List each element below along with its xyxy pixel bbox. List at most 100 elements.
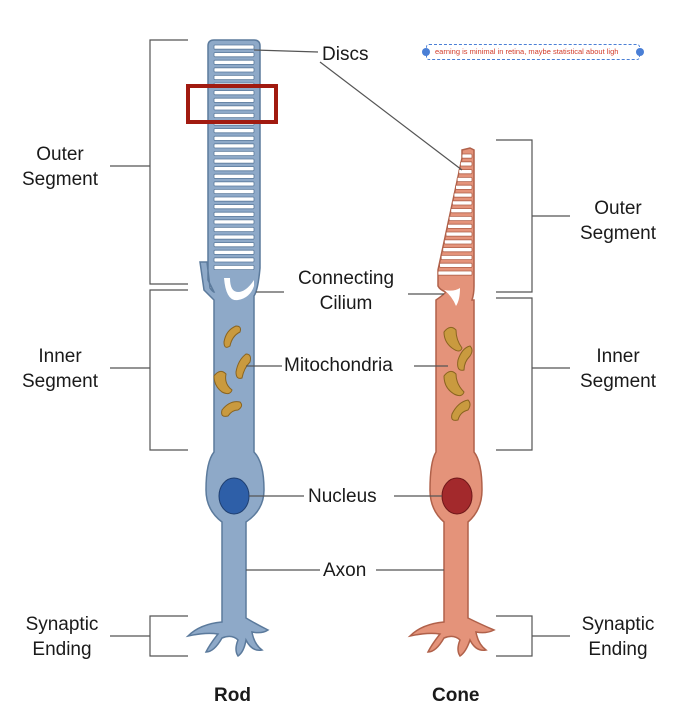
- rod-disc: [213, 204, 255, 210]
- cone-disc: [443, 239, 473, 245]
- label-line: Inner: [38, 346, 82, 367]
- annotation-note-text[interactable]: earning is minimal in retina, maybe stat…: [435, 47, 619, 56]
- label-inner-segment-left: Inner Segment: [10, 344, 110, 394]
- label-line: Cilium: [319, 293, 373, 314]
- cone-disc: [458, 169, 473, 175]
- label-line: Outer: [36, 144, 84, 165]
- mitochondrion: [457, 345, 473, 371]
- cone-disc: [442, 247, 473, 253]
- rod-disc: [213, 97, 255, 103]
- label-outer-segment-left: Outer Segment: [10, 142, 110, 192]
- highlight-box: [186, 84, 278, 124]
- label-discs: Discs: [322, 44, 369, 65]
- label-line: Synaptic: [25, 614, 99, 635]
- mitochondrion: [443, 326, 463, 352]
- label-nucleus: Nucleus: [308, 486, 377, 507]
- rod-disc: [213, 105, 255, 111]
- mitochondrion: [213, 370, 233, 395]
- cone-nucleus: [441, 477, 473, 515]
- label-connecting-cilium: Connecting Cilium: [284, 266, 408, 316]
- label-line: Segment: [21, 169, 99, 190]
- label-rod: Rod: [214, 685, 251, 706]
- label-synaptic-right: Synaptic Ending: [562, 612, 674, 662]
- rod-disc: [213, 59, 255, 65]
- label-inner-segment-right: Inner Segment: [568, 344, 668, 394]
- cone-disc: [451, 200, 473, 206]
- cone-disc: [455, 184, 473, 190]
- cone-disc: [437, 270, 473, 276]
- cone-body: [407, 147, 496, 658]
- rod-disc: [213, 135, 255, 141]
- label-line: Inner: [596, 346, 640, 367]
- rod-disc: [213, 128, 255, 134]
- cone-disc: [448, 215, 473, 221]
- rod-disc: [213, 196, 255, 202]
- rod-disc: [213, 113, 255, 119]
- rod-disc: [213, 211, 255, 217]
- rod-disc: [213, 234, 255, 240]
- rod-disc: [213, 257, 255, 263]
- label-line: Ending: [588, 639, 648, 660]
- label-line: Ending: [32, 639, 92, 660]
- mitochondrion: [443, 370, 465, 397]
- bracket-inner-left: [149, 289, 188, 451]
- rod-disc: [213, 158, 255, 164]
- cone-disc: [440, 254, 473, 260]
- rod-disc: [213, 188, 255, 194]
- selection-handle-left[interactable]: [422, 48, 430, 56]
- label-mitochondria: Mitochondria: [284, 355, 393, 376]
- mitochondrion: [221, 401, 243, 417]
- cone-disc: [461, 153, 473, 159]
- cone-cell: [407, 147, 496, 658]
- label-line: Segment: [21, 371, 99, 392]
- label-axon: Axon: [323, 560, 367, 581]
- rod-disc: [213, 67, 255, 73]
- label-cone: Cone: [432, 685, 480, 706]
- mitochondrion: [451, 399, 471, 421]
- rod-disc: [213, 173, 255, 179]
- rod-disc: [213, 181, 255, 187]
- rod-nucleus: [218, 477, 250, 515]
- label-line: Connecting: [297, 268, 395, 289]
- cone-disc: [459, 161, 473, 167]
- label-line: Synaptic: [581, 614, 655, 635]
- rod-disc: [213, 52, 255, 58]
- rod-cell: [185, 39, 270, 658]
- rod-discs: [213, 44, 255, 270]
- rod-disc: [213, 242, 255, 248]
- cone-disc: [456, 176, 473, 182]
- annotation-note[interactable]: earning is minimal in retina, maybe stat…: [422, 44, 644, 60]
- rod-disc: [213, 75, 255, 81]
- cone-disc: [447, 223, 473, 229]
- rod-disc: [213, 44, 255, 50]
- bracket-outer-left: [149, 39, 188, 285]
- cone-disc: [445, 231, 473, 237]
- rod-disc: [213, 150, 255, 156]
- mitochondrion: [223, 325, 241, 348]
- mitochondrion: [235, 353, 251, 379]
- rod-cilium-gap: [224, 278, 254, 301]
- selection-handle-right[interactable]: [636, 48, 644, 56]
- rod-mitochondria: [213, 325, 251, 417]
- cone-mitochondria: [443, 326, 473, 421]
- label-outer-segment-right: Outer Segment: [568, 196, 668, 246]
- leader-discs-rod: [253, 49, 319, 53]
- bracket-outer-right: [496, 139, 533, 293]
- rod-disc: [213, 219, 255, 225]
- rod-disc: [213, 166, 255, 172]
- cone-disc: [450, 208, 473, 214]
- rod-disc: [213, 264, 255, 270]
- cone-discs: [437, 153, 473, 276]
- cone-cilium-gap: [444, 288, 460, 306]
- cone-disc: [439, 262, 473, 268]
- rod-disc: [213, 249, 255, 255]
- cone-disc: [453, 192, 473, 198]
- rod-disc: [213, 90, 255, 96]
- rod-disc: [213, 226, 255, 232]
- label-line: Segment: [579, 371, 657, 392]
- label-synaptic-left: Synaptic Ending: [6, 612, 118, 662]
- bracket-synaptic-right: [496, 615, 533, 657]
- brackets: [110, 39, 570, 657]
